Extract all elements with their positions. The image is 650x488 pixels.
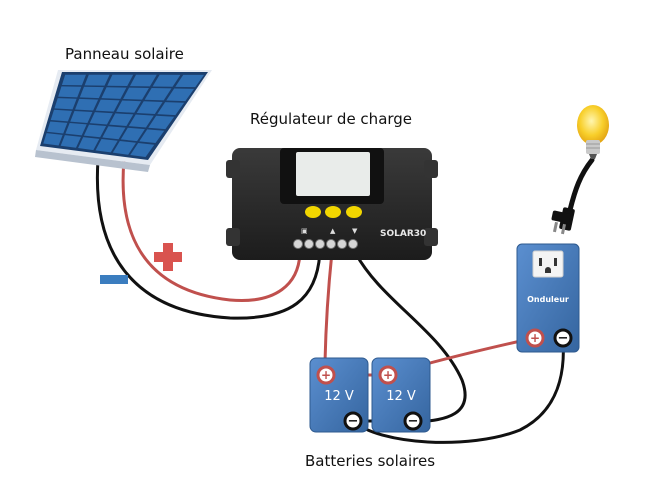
controller-terminal-screw xyxy=(315,239,325,249)
solar-cell xyxy=(157,102,185,116)
solar-cell xyxy=(102,126,126,140)
solar-cell xyxy=(112,141,136,155)
battery-1-voltage: 12 V xyxy=(324,389,354,404)
solar-cell xyxy=(84,74,110,86)
charge-controller-label: Régulateur de charge xyxy=(250,110,413,128)
load-symbol-icon: ▼ xyxy=(352,227,358,235)
controller-terminal-screw xyxy=(293,239,303,249)
solar-cell xyxy=(46,121,68,134)
solar-cell xyxy=(50,109,72,122)
controller-terminals xyxy=(293,239,358,249)
power-plug-icon xyxy=(551,207,575,235)
solar-cell xyxy=(128,114,154,128)
inverter-label: Onduleur xyxy=(527,295,569,304)
solar-cell xyxy=(101,87,127,99)
solar-cell xyxy=(61,74,86,86)
battery-2: + 12 V − xyxy=(371,357,431,433)
controller-terminal-screw xyxy=(304,239,314,249)
plus-sign-icon xyxy=(154,243,182,271)
battery-1-negative-terminal: − xyxy=(348,414,359,429)
battery-2-negative-terminal: − xyxy=(408,414,419,429)
solar-cell xyxy=(95,139,118,153)
solar-cell xyxy=(152,74,181,87)
light-bulb-icon xyxy=(577,105,609,159)
solar-cell xyxy=(79,86,104,99)
solar-cell xyxy=(109,113,134,127)
solar-cell xyxy=(54,98,77,110)
panel-symbol-icon: ▣ xyxy=(301,227,308,235)
minus-sign-icon xyxy=(100,275,128,284)
solar-cell xyxy=(123,87,149,100)
solar-cell xyxy=(120,127,145,142)
solar-cell xyxy=(75,98,99,111)
battery-2-positive-terminal: + xyxy=(383,368,393,382)
solar-cell xyxy=(144,88,172,101)
solar-cell xyxy=(70,110,93,123)
battery-positive-cable xyxy=(323,250,334,364)
solar-cell xyxy=(107,74,134,87)
inverter: Onduleur + − xyxy=(516,243,580,353)
panel-positive-cable xyxy=(121,158,302,303)
solar-cell xyxy=(116,100,142,113)
solar-cell xyxy=(65,123,87,136)
solar-cell xyxy=(58,86,82,98)
solar-panel xyxy=(35,70,212,172)
controller-terminal-screw xyxy=(326,239,336,249)
solar-cell xyxy=(166,88,195,102)
solar-cell xyxy=(129,74,157,87)
solar-cell xyxy=(139,129,165,144)
solar-cell xyxy=(43,133,63,146)
batteries-label: Batteries solaires xyxy=(305,452,436,470)
solar-cell xyxy=(89,112,113,125)
controller-button-3[interactable] xyxy=(346,206,362,218)
battery-1: + 12 V − xyxy=(309,357,369,433)
solar-cell xyxy=(78,137,100,151)
controller-terminal-screw xyxy=(337,239,347,249)
controller-model-label: SOLAR30 xyxy=(380,229,426,239)
solar-cell xyxy=(95,99,120,112)
battery-1-positive-terminal: + xyxy=(321,368,331,382)
solar-cell xyxy=(148,115,175,130)
panel-negative-cable xyxy=(95,158,322,320)
battery-negative-cable xyxy=(353,250,467,424)
solar-panel-cells xyxy=(43,74,204,158)
battery-2-voltage: 12 V xyxy=(386,389,416,404)
inverter-negative-terminal: − xyxy=(558,331,569,346)
controller-button-1[interactable] xyxy=(305,206,321,218)
solar-cell xyxy=(136,101,163,114)
outlet-icon xyxy=(532,250,564,278)
inverter-negative-cable xyxy=(351,338,565,444)
solar-cell xyxy=(83,124,107,138)
plug-cable xyxy=(567,157,595,213)
solar-panel-label: Panneau solaire xyxy=(65,45,184,63)
controller-button-2[interactable] xyxy=(325,206,341,218)
inverter-positive-terminal: + xyxy=(530,331,540,345)
charge-controller: ▣ ▲ ▼ SOLAR30 xyxy=(226,148,438,260)
controller-terminal-screw xyxy=(348,239,358,249)
controller-lcd-screen xyxy=(296,152,370,196)
solar-cell xyxy=(60,135,81,148)
battery-symbol-icon: ▲ xyxy=(330,227,336,235)
solar-cell xyxy=(175,74,204,88)
solar-cell xyxy=(130,142,155,158)
